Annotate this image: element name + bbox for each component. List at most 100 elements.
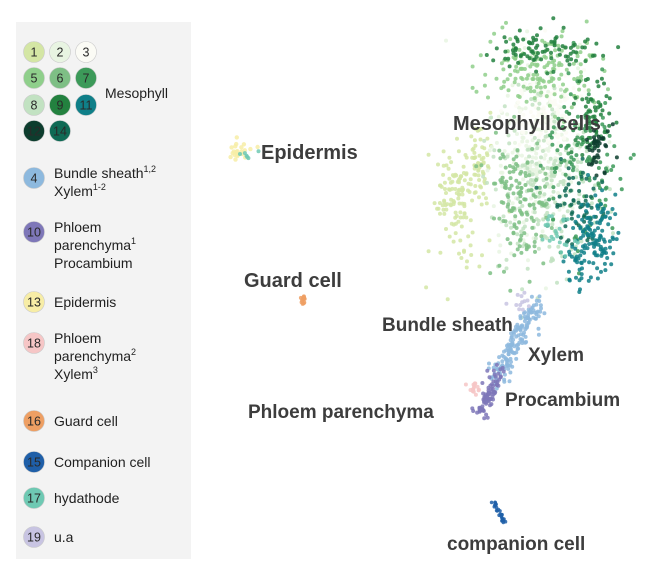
point-cluster-11 xyxy=(598,202,603,207)
point-cluster-2 xyxy=(487,148,492,153)
point-cluster-5 xyxy=(499,61,504,66)
point-cluster-9 xyxy=(593,108,598,113)
point-cluster-3 xyxy=(558,99,563,104)
point-cluster-6 xyxy=(535,141,540,146)
point-cluster-4 xyxy=(534,302,539,307)
point-cluster-1 xyxy=(452,200,457,205)
legend-badge-16: 16 xyxy=(23,410,45,432)
point-cluster-6 xyxy=(532,240,537,244)
point-cluster-7 xyxy=(628,156,633,161)
point-cluster-1 xyxy=(459,224,464,229)
point-cluster-6 xyxy=(529,188,534,193)
point-cluster-5 xyxy=(508,72,513,77)
point-cluster-6 xyxy=(497,148,502,153)
point-cluster-1 xyxy=(449,160,454,165)
point-cluster-2 xyxy=(557,207,562,212)
point-cluster-8 xyxy=(556,183,561,187)
point-cluster-6 xyxy=(515,148,520,153)
point-cluster-11 xyxy=(614,237,619,242)
point-cluster-4 xyxy=(502,377,507,382)
point-cluster-7 xyxy=(551,217,555,222)
point-cluster-8 xyxy=(530,102,535,107)
point-cluster-7 xyxy=(603,197,608,202)
point-cluster-3 xyxy=(571,86,576,91)
point-cluster-16 xyxy=(299,300,304,305)
point-cluster-1 xyxy=(484,151,489,156)
point-cluster-9 xyxy=(557,47,562,52)
point-cluster-9 xyxy=(516,60,521,65)
point-cluster-9 xyxy=(554,35,559,40)
point-cluster-11 xyxy=(599,217,604,222)
point-cluster-7 xyxy=(575,114,580,119)
point-cluster-3 xyxy=(526,121,531,126)
point-cluster-17 xyxy=(575,240,580,245)
point-cluster-6 xyxy=(505,237,510,242)
point-cluster-11 xyxy=(579,272,584,277)
point-cluster-6 xyxy=(512,253,517,258)
point-cluster-1 xyxy=(468,218,473,223)
point-cluster-9 xyxy=(567,62,572,67)
point-cluster-7 xyxy=(575,249,580,254)
point-cluster-9 xyxy=(607,96,612,101)
point-cluster-5 xyxy=(532,96,537,101)
point-cluster-1 xyxy=(445,297,450,302)
point-cluster-5 xyxy=(508,37,513,42)
annotation-companion-cell: companion cell xyxy=(447,534,585,555)
point-cluster-5 xyxy=(584,19,589,24)
legend-badge-19: 19 xyxy=(23,526,45,548)
point-cluster-8 xyxy=(589,201,594,206)
point-cluster-9 xyxy=(616,45,621,50)
point-cluster-4 xyxy=(506,363,511,368)
point-cluster-7 xyxy=(586,157,590,161)
point-cluster-11 xyxy=(608,245,612,250)
point-cluster-4 xyxy=(518,328,523,333)
point-cluster-11 xyxy=(608,216,612,221)
point-cluster-5 xyxy=(564,67,569,72)
point-cluster-5 xyxy=(504,20,508,25)
point-cluster-5 xyxy=(520,77,525,82)
point-cluster-8 xyxy=(611,231,615,236)
point-cluster-1 xyxy=(444,227,448,231)
point-cluster-18 xyxy=(476,388,481,393)
point-cluster-11 xyxy=(579,276,584,281)
point-cluster-12 xyxy=(594,173,599,178)
point-cluster-9 xyxy=(607,123,612,128)
point-cluster-3 xyxy=(549,100,554,105)
svg-text:13: 13 xyxy=(27,296,41,310)
point-cluster-4 xyxy=(508,370,513,375)
point-cluster-6 xyxy=(523,174,528,178)
point-cluster-11 xyxy=(606,222,611,227)
point-cluster-1 xyxy=(464,171,469,176)
point-cluster-12 xyxy=(587,148,592,152)
point-cluster-10 xyxy=(496,371,501,376)
point-cluster-5 xyxy=(562,120,566,124)
point-cluster-6 xyxy=(540,200,545,205)
point-cluster-12 xyxy=(595,153,600,158)
point-cluster-6 xyxy=(532,244,537,249)
point-cluster-10 xyxy=(492,391,497,396)
point-cluster-7 xyxy=(552,166,557,171)
point-cluster-2 xyxy=(522,46,527,50)
point-cluster-6 xyxy=(522,231,527,236)
point-cluster-3 xyxy=(541,122,546,127)
point-cluster-17 xyxy=(256,149,261,154)
point-cluster-8 xyxy=(561,179,566,183)
point-cluster-1 xyxy=(462,211,467,216)
legend-panel xyxy=(16,22,191,559)
legend-badge-13: 13 xyxy=(23,291,45,313)
point-cluster-9 xyxy=(560,44,565,49)
point-cluster-9 xyxy=(599,76,604,81)
point-cluster-4 xyxy=(529,294,534,299)
point-cluster-8 xyxy=(529,97,534,102)
point-cluster-6 xyxy=(519,233,524,238)
legend-label-4: Bundle sheath1,2 xyxy=(54,164,156,181)
point-cluster-7 xyxy=(583,128,588,133)
point-cluster-5 xyxy=(549,79,554,83)
svg-text:11: 11 xyxy=(80,99,93,113)
point-cluster-1 xyxy=(438,250,443,255)
point-cluster-4 xyxy=(506,352,511,357)
point-cluster-4 xyxy=(531,315,536,320)
point-cluster-4 xyxy=(503,356,508,361)
point-cluster-19 xyxy=(514,303,519,307)
point-cluster-10 xyxy=(482,416,487,421)
